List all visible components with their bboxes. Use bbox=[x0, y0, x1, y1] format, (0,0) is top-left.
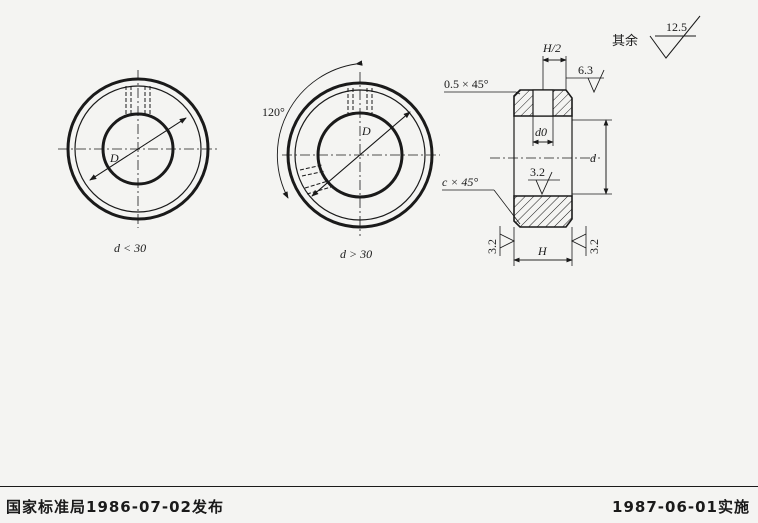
caption-d-lt-30: d < 30 bbox=[114, 241, 146, 255]
roughness-label: 其余 bbox=[612, 33, 638, 49]
general-roughness-note: 其余 12.5 bbox=[612, 15, 701, 59]
washer-front-view-small: D bbox=[58, 70, 218, 228]
dim-d: d bbox=[590, 151, 597, 165]
washer-front-view-large: D 120° bbox=[262, 60, 440, 236]
dim-d0: d0 bbox=[535, 125, 547, 139]
dim-D-large: D bbox=[361, 124, 371, 138]
chamfer-top: 0.5 × 45° bbox=[444, 77, 489, 91]
roughness-3-2-left: 3.2 bbox=[485, 239, 499, 254]
chamfer-c: c × 45° bbox=[442, 175, 478, 189]
roughness-value: 12.5 bbox=[666, 20, 687, 34]
effective-date: 1987-06-01实施 bbox=[612, 498, 750, 516]
footer-rule bbox=[0, 486, 758, 487]
roughness-3-2-mid: 3.2 bbox=[530, 165, 545, 179]
dim-H: H bbox=[537, 244, 548, 258]
washer-section-view: H/2 0.5 × 45° 6.3 d0 d 3.2 c × 45° H bbox=[442, 41, 612, 266]
publish-date: 国家标准局1986-07-02发布 bbox=[6, 498, 224, 516]
roughness-3-2-right: 3.2 bbox=[587, 239, 601, 254]
roughness-6-3: 6.3 bbox=[578, 63, 593, 77]
dim-D-small: D bbox=[109, 151, 119, 165]
dim-H-half: H/2 bbox=[542, 41, 561, 55]
angle-120: 120° bbox=[262, 105, 285, 119]
caption-d-gt-30: d > 30 bbox=[340, 247, 372, 261]
